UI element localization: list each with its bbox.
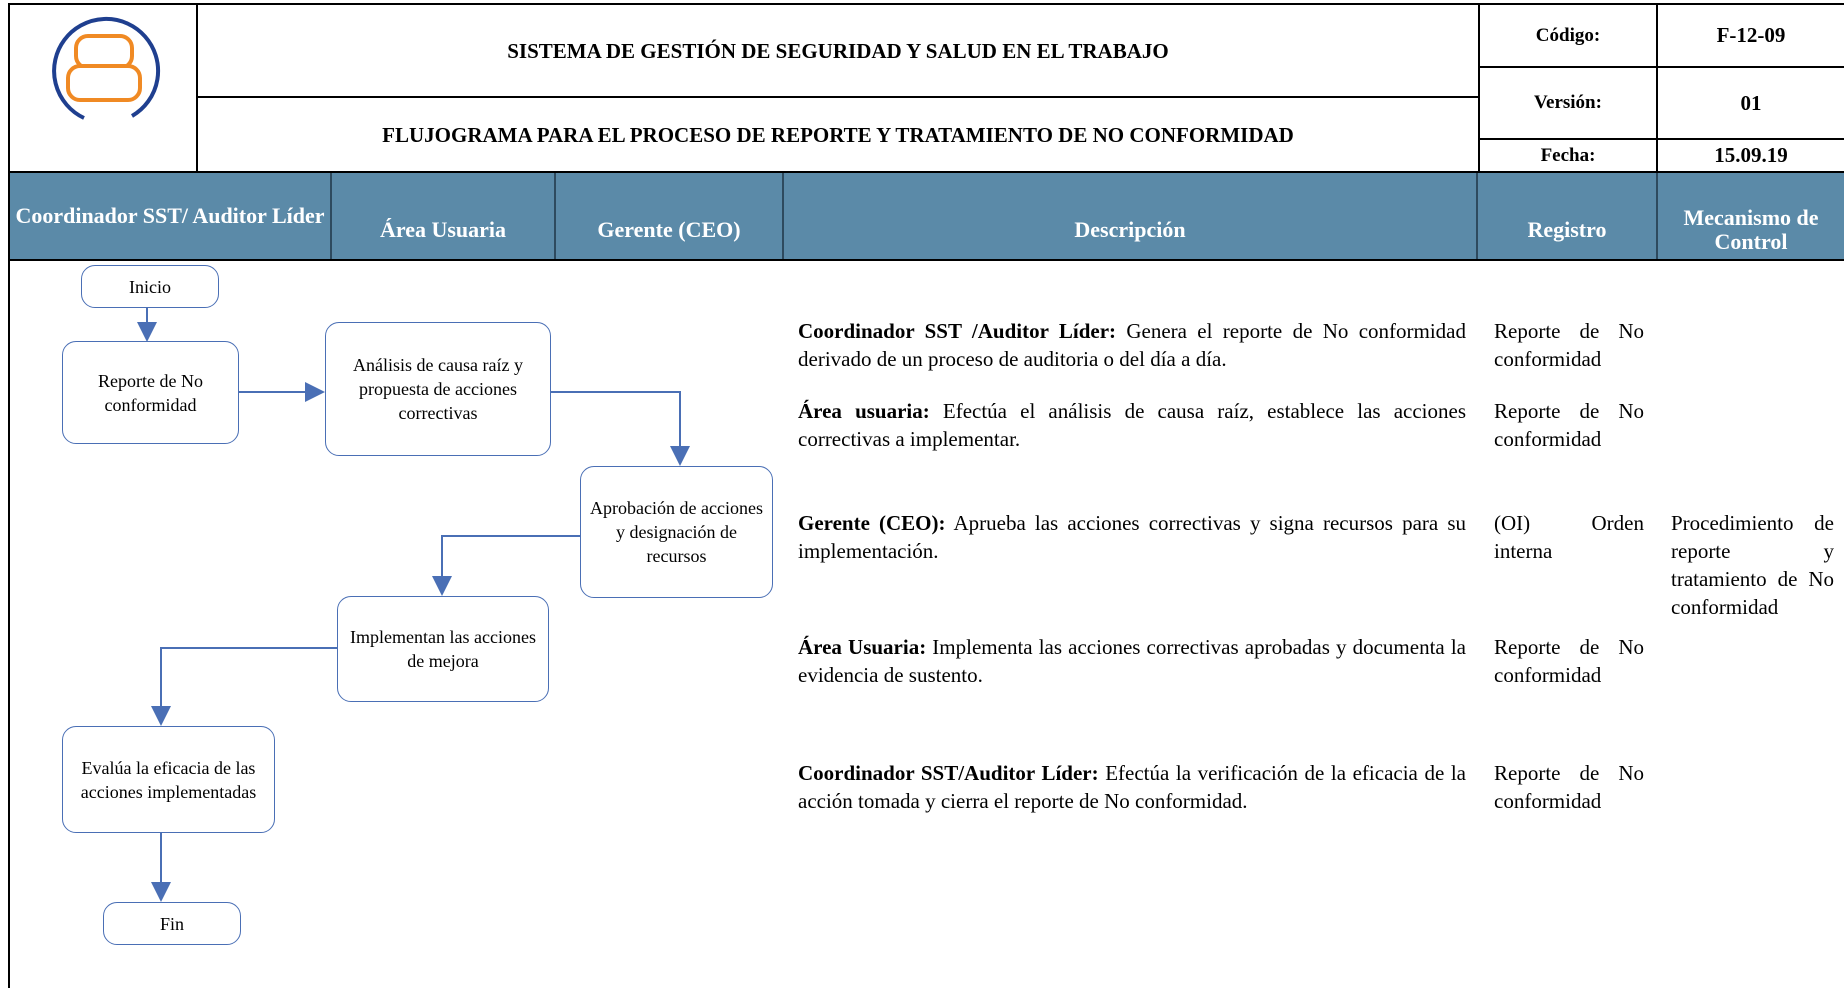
- registro-row-3: (OI) Orden interna: [1494, 511, 1644, 563]
- header-sep-4: [1476, 173, 1478, 259]
- border-top: [8, 3, 1844, 5]
- header-band-bottom: [8, 259, 1844, 261]
- arrow-analisis-aprobacion: [551, 391, 690, 466]
- divider-meta-1: [1478, 66, 1844, 68]
- arrow-implementan-evalua: [151, 647, 337, 726]
- description-row-1: Coordinador SST /Auditor Líder: Genera e…: [798, 319, 1466, 371]
- version-value: 01: [1740, 90, 1762, 115]
- company-logo: [40, 14, 168, 124]
- col-header-descripcion: Descripción: [784, 200, 1476, 260]
- arrow-aprobacion-implementan: [432, 535, 580, 596]
- flow-node-aprobacion: Aprobación de acciones y designación de …: [580, 466, 773, 598]
- description-row-2: Área usuaria: Efectúa el análisis de cau…: [798, 399, 1466, 451]
- flow-node-reporte: Reporte de No conformidad: [62, 341, 239, 444]
- col-header-mecanismo: Mecanismo de Control: [1658, 200, 1844, 260]
- border-left: [8, 3, 10, 988]
- mecanismo-row-3: Procedimiento de reporte y tratamiento d…: [1671, 511, 1834, 619]
- system-title: SISTEMA DE GESTIÓN DE SEGURIDAD Y SALUD …: [507, 38, 1169, 63]
- registro-row-1: Reporte de No conformidad: [1494, 319, 1644, 371]
- date-value: 15.09.19: [1714, 143, 1788, 167]
- description-row-4: Área Usuaria: Implementa las acciones co…: [798, 635, 1467, 687]
- flow-node-evalua: Evalúa la eficacia de las acciones imple…: [62, 726, 275, 833]
- divider-meta-values: [1656, 3, 1658, 173]
- divider-meta-2: [1478, 138, 1844, 140]
- description-row-5: Coordinador SST/Auditor Líder: Efectúa l…: [798, 761, 1466, 813]
- divider-header-bottom: [8, 171, 1844, 173]
- registro-row-5: Reporte de No conformidad: [1494, 761, 1644, 813]
- divider-meta: [1478, 3, 1480, 173]
- document-title: FLUJOGRAMA PARA EL PROCESO DE REPORTE Y …: [382, 122, 1294, 147]
- header-sep-3: [782, 173, 784, 259]
- registro-row-4: Reporte de No conformidad: [1494, 635, 1644, 687]
- flow-node-fin: Fin: [103, 902, 241, 945]
- version-label: Versión:: [1534, 92, 1602, 113]
- divider-titles: [196, 96, 1478, 98]
- header-sep-1: [330, 173, 332, 259]
- registro-row-2: Reporte de No conformidad: [1494, 399, 1644, 451]
- col-header-registro: Registro: [1478, 200, 1656, 260]
- code-label: Código:: [1535, 24, 1601, 46]
- divider-logo: [196, 3, 198, 173]
- flow-node-inicio: Inicio: [81, 265, 219, 308]
- description-row-3: Gerente (CEO): Aprueba las acciones corr…: [798, 511, 1466, 563]
- date-label: Fecha:: [1540, 144, 1596, 166]
- flow-node-implementan: Implementan las acciones de mejora: [337, 596, 549, 702]
- code-value: F-12-09: [1716, 23, 1786, 47]
- header-sep-5: [1656, 173, 1658, 259]
- col-header-coordinador: Coordinador SST/ Auditor Líder: [10, 180, 330, 252]
- col-header-area: Área Usuaria: [332, 200, 554, 260]
- header-sep-2: [554, 173, 556, 259]
- col-header-gerente: Gerente (CEO): [556, 200, 782, 260]
- flow-node-analisis: Análisis de causa raíz y propuesta de ac…: [325, 322, 551, 456]
- logo-icon: [52, 16, 161, 120]
